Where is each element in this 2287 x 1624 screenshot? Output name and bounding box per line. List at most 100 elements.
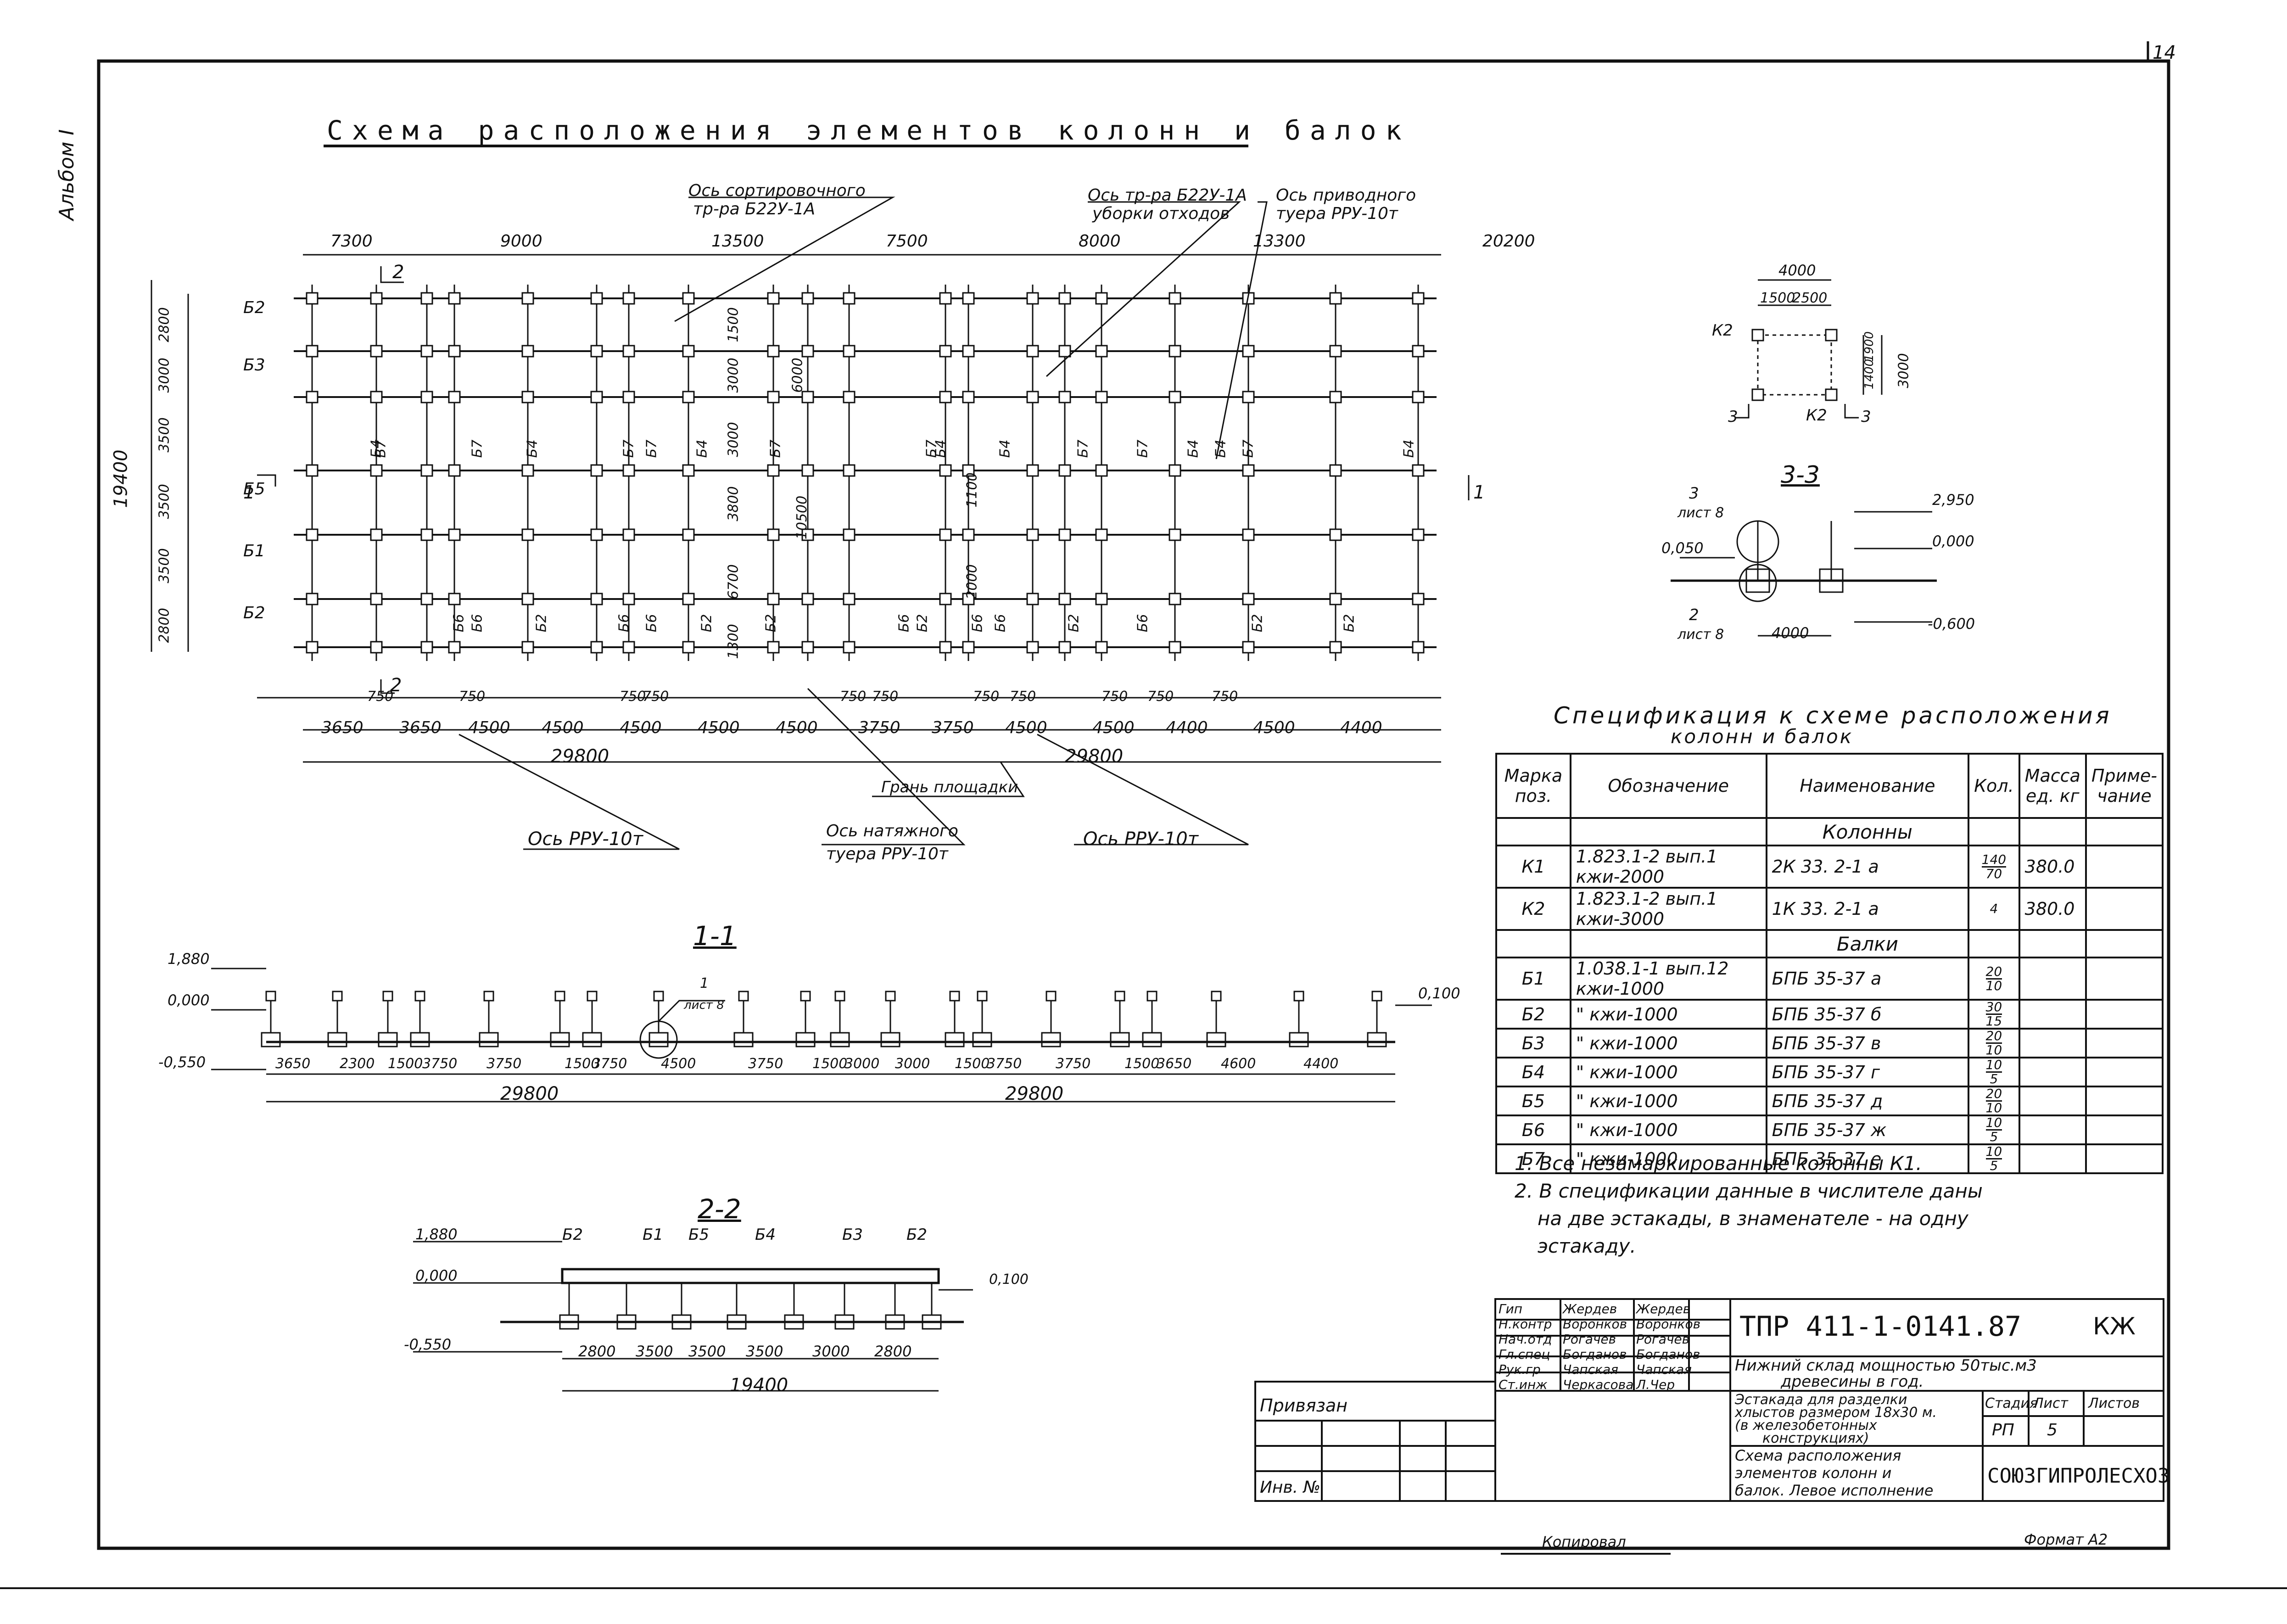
spec-empty	[1968, 929, 2020, 958]
stamp-bound: Привязан	[1260, 1395, 1348, 1416]
spec-mass	[2018, 1086, 2087, 1116]
plan-bottom-total-2: 29800	[1065, 746, 1124, 767]
stamp-name: Черкасова	[1563, 1377, 1634, 1392]
s33-level-0000: 0,000	[1932, 532, 1974, 550]
plan-top-dim: 7300	[330, 232, 373, 251]
spec-name: БПБ 35-37 в	[1765, 1028, 1970, 1058]
plan-bottom-dim-1: 750	[840, 689, 867, 705]
plan-vbeam-label: Б2	[1066, 614, 1082, 633]
note-4: эстакаду.	[1538, 1235, 1636, 1257]
k2-section-mark-2: 3	[1861, 408, 1871, 426]
stamp-signature: Л.Чер	[1636, 1377, 1675, 1392]
stamp-signature: Рогачев	[1636, 1332, 1690, 1347]
s33-level-2950: 2,950	[1932, 491, 1974, 509]
spec-mass	[2018, 957, 2087, 1001]
qty-numerator: 10	[1985, 1144, 2002, 1159]
spec-name: БПБ 35-37 д	[1765, 1086, 1970, 1116]
spec-name: БПБ 35-37 г	[1765, 1057, 1970, 1087]
spec-pos: К1	[1495, 845, 1571, 889]
plan-beam-label: Б2	[243, 298, 265, 317]
plan-vbeam-label: Б6	[992, 614, 1009, 633]
sheet-frame	[97, 59, 2170, 1550]
plan-vbeam-label: Б7	[621, 439, 637, 458]
plan-vbeam-label: Б7	[373, 439, 389, 458]
s22-level-0550: -0,550	[404, 1336, 452, 1353]
s11-level-0000: 0,000	[168, 991, 210, 1009]
s33-dim-4000: 4000	[1772, 624, 1809, 642]
plan-beam-label: Б3	[243, 356, 265, 375]
qty-numerator: 10	[1985, 1057, 2002, 1073]
s11-dim: 3750	[1056, 1056, 1091, 1072]
plan-top-dim: 9000	[500, 232, 542, 251]
qty-denominator: 5	[1990, 1158, 1998, 1173]
s22-beam: Б1	[643, 1226, 663, 1244]
s11-dim: 1500	[565, 1056, 600, 1072]
s11-dim: 2300	[340, 1056, 375, 1072]
stamp-signature: Чапская	[1636, 1362, 1692, 1377]
plan-bottom-total-1: 29800	[551, 746, 609, 767]
s33-level-0050: 0,050	[1661, 539, 1704, 557]
s22-level-0000: 0,000	[415, 1267, 458, 1284]
s22-beam: Б5	[688, 1226, 709, 1244]
plan-section-mark: 2	[392, 262, 404, 283]
callout-tension-axis-1: Ось натяжного	[826, 822, 958, 840]
spec-name: БПБ 35-37 ж	[1765, 1114, 1970, 1145]
plan-bottom-dim-2: 4500	[542, 718, 584, 737]
plan-bottom-dim-1: 750	[1102, 689, 1128, 705]
plan-left-dim: 3000	[156, 358, 173, 393]
s11-dim: 1500	[812, 1056, 848, 1072]
s11-dim: 3650	[275, 1056, 311, 1072]
spec-name: 2К 33. 2-1 а	[1765, 845, 1970, 889]
qty-denominator: 15	[1985, 1014, 2002, 1029]
plan-bottom-dim-1: 750	[1212, 689, 1238, 705]
section-2-2-title: 2-2	[698, 1193, 741, 1225]
spec-code: " кжи-1000	[1569, 999, 1767, 1030]
stamp-sheet: 5	[2047, 1421, 2058, 1439]
plan-vbeam-label: Б7	[767, 439, 784, 458]
spec-mass: 380.0	[2018, 887, 2087, 931]
spec-note	[2085, 1057, 2164, 1087]
plan-bottom-dim-2: 3650	[399, 718, 442, 737]
k2-dim-1900: 1900	[1862, 331, 1877, 362]
plan-inner-dim: 3000	[725, 358, 742, 393]
s22-level-0100: 0,100	[989, 1271, 1029, 1288]
s33-ref-2-num: 2	[1689, 606, 1699, 624]
note-3: на две эстакады, в знаменателе - на одну	[1538, 1207, 1968, 1230]
album-label: Альбом I	[55, 129, 78, 220]
plan-vbeam-label: Б6	[451, 614, 467, 633]
qty-denominator: 10	[1985, 978, 2002, 993]
spec-h-qty: Кол.	[1968, 753, 2020, 819]
plan-bottom-dim-1: 750	[459, 689, 486, 705]
s11-dim: 3750	[592, 1056, 627, 1072]
table-row: Колонны	[1495, 817, 2164, 846]
stamp-project-2: древесины в год.	[1781, 1372, 1924, 1391]
spec-name: БПБ 35-37 е	[1765, 1143, 1970, 1174]
plan-left-dim: 3500	[156, 484, 173, 519]
callout-tension-axis-2: туера РРУ-10т	[826, 845, 948, 863]
plan-inner-dim: 1300	[725, 624, 742, 659]
section-3-3	[1671, 511, 1937, 637]
stamp-stage-head: Стадия	[1985, 1395, 2038, 1411]
plan-top-dim: 7500	[886, 232, 928, 251]
spec-group-beams: Балки	[1765, 929, 1970, 958]
copied-by: Копировал	[1542, 1533, 1626, 1551]
spec-h-mass: Масса ед. кг	[2018, 753, 2087, 819]
qty-denominator: 5	[1990, 1071, 1998, 1086]
s11-dim: 3750	[748, 1056, 783, 1072]
spec-pos: Б3	[1495, 1028, 1571, 1058]
spec-mass	[2018, 1143, 2087, 1174]
spec-h-code: Обозначение	[1569, 753, 1767, 819]
plan-vbeam-label: Б7	[1135, 439, 1151, 458]
spec-code: " кжи-1000	[1569, 1114, 1767, 1145]
plan-bottom-dim-1: 750	[367, 689, 394, 705]
spec-pos: Б5	[1495, 1086, 1571, 1116]
plan-vbeam-label: Б6	[469, 614, 486, 633]
